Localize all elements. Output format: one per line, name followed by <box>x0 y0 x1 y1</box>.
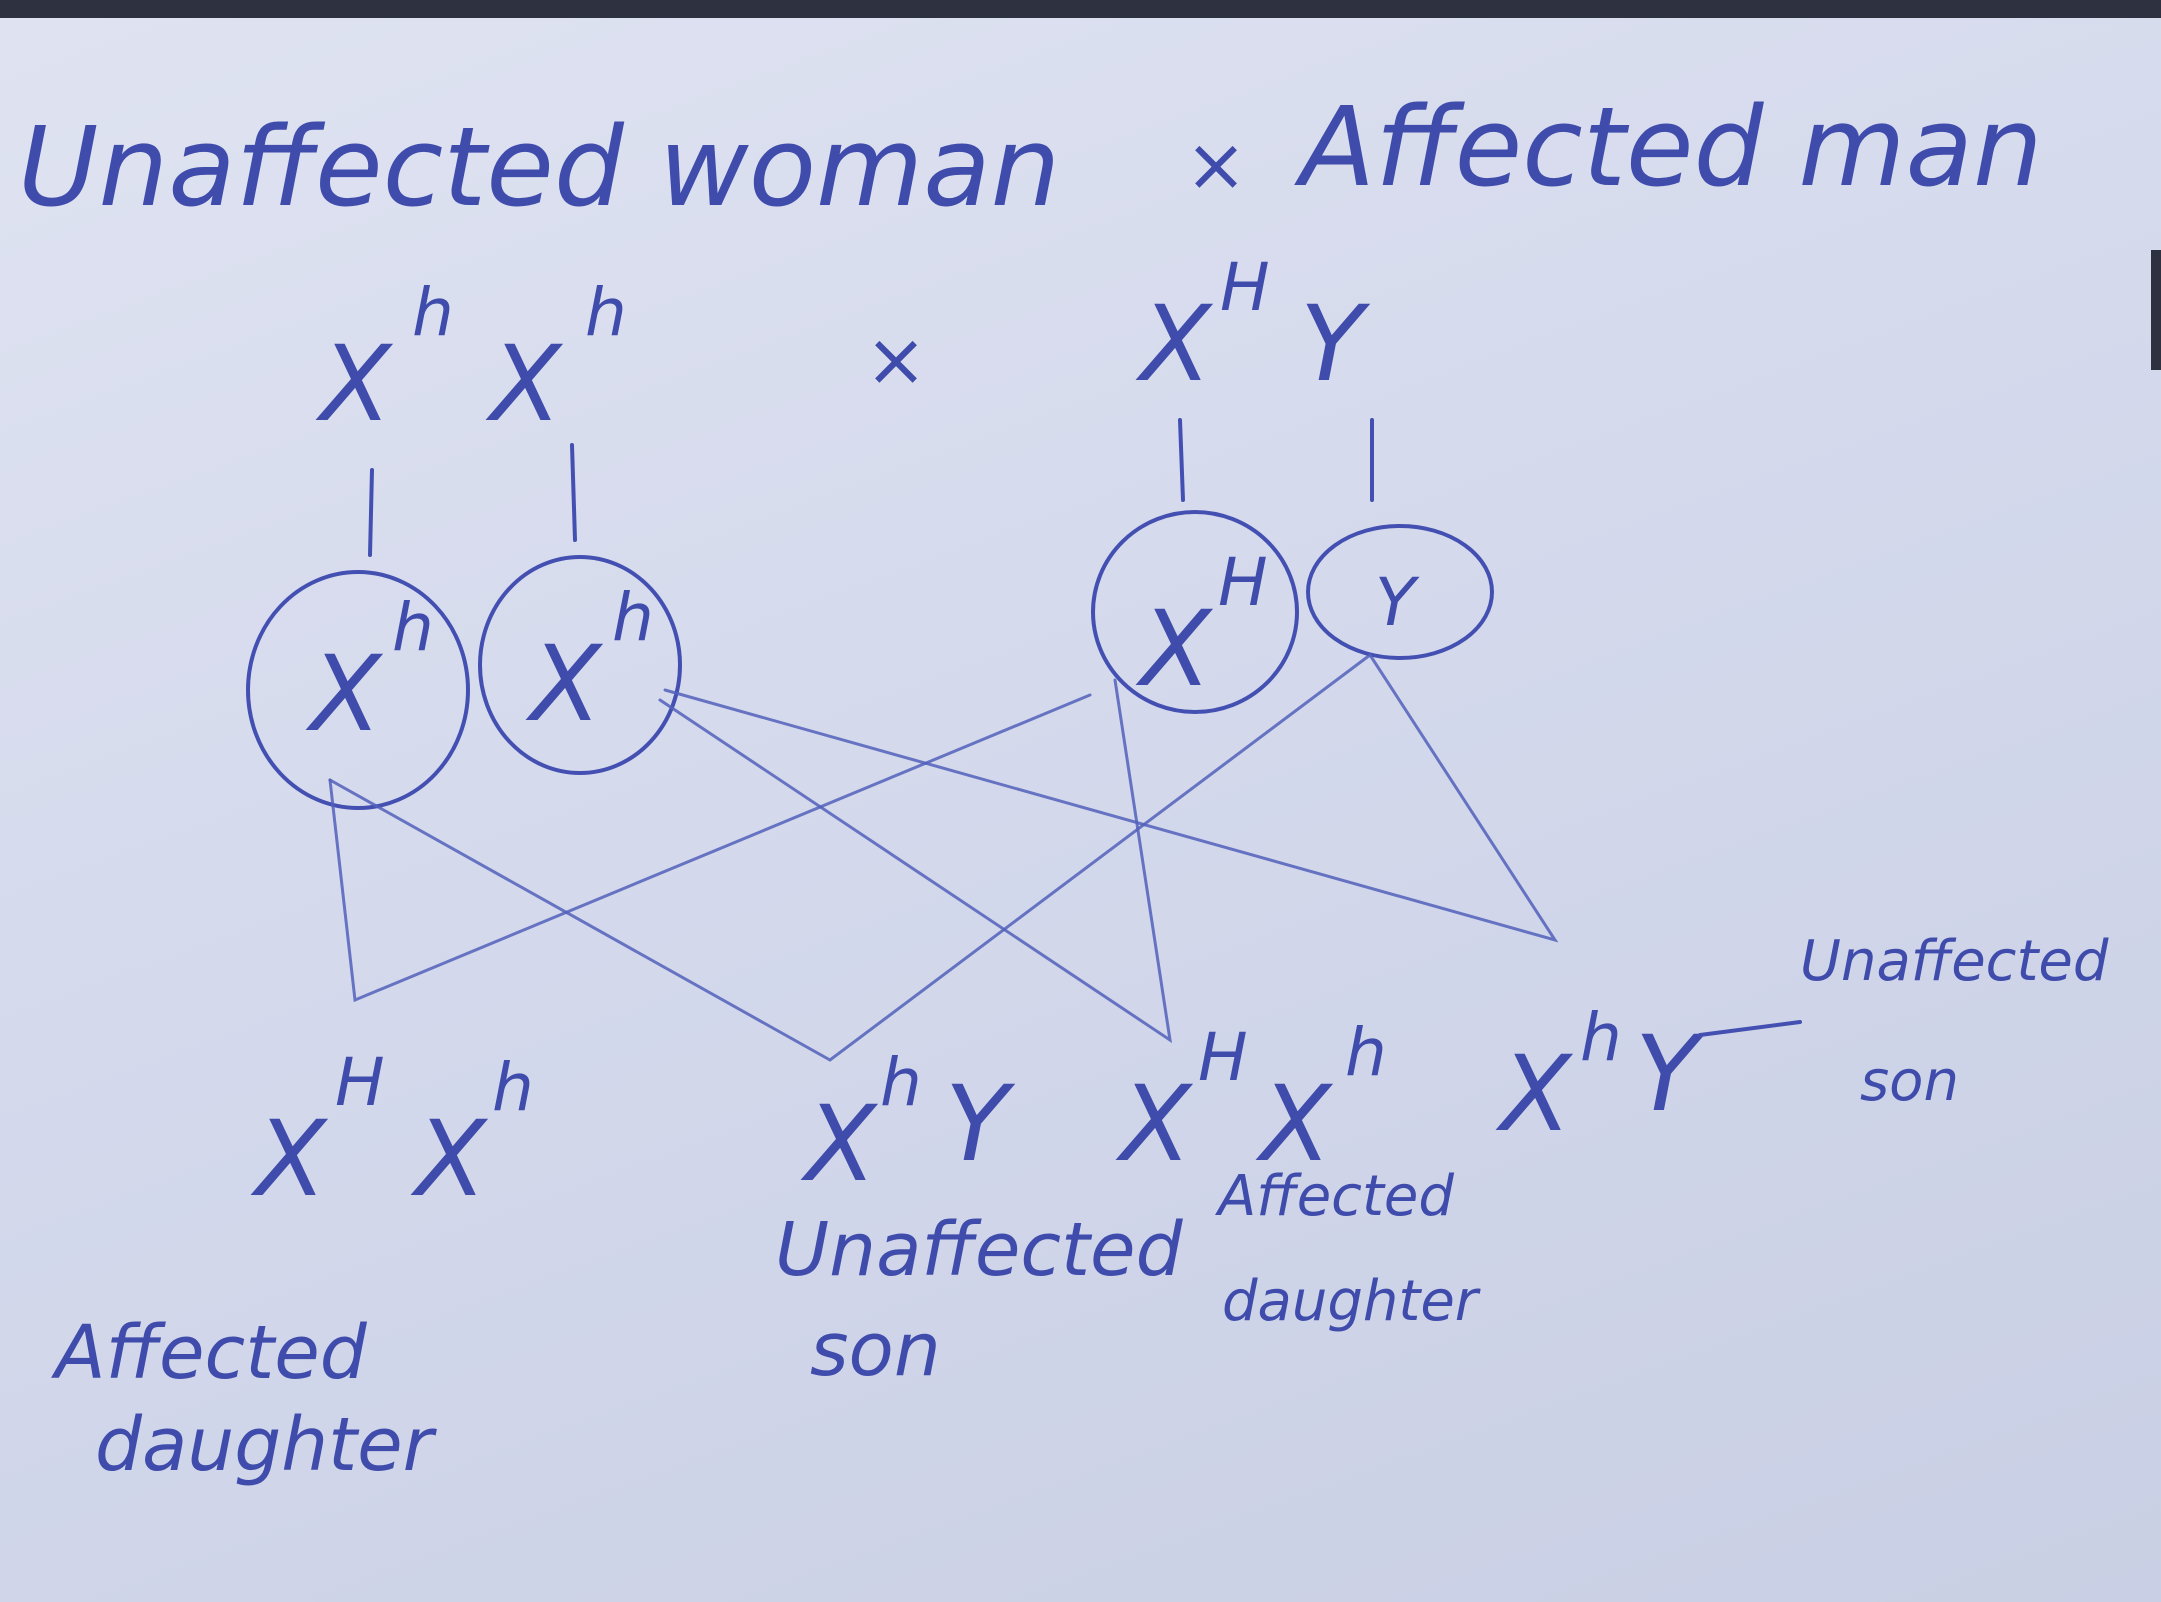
offspring-2-y: Y <box>945 1063 1016 1185</box>
offspring-1-label-2: daughter <box>95 1402 438 1488</box>
offspring-4-label-1: Unaffected <box>1800 929 2109 994</box>
connector-mother-x1 <box>368 468 374 557</box>
father-phenotype-label: Affected man <box>1294 83 2043 211</box>
offspring-1-x-b: X <box>410 1098 489 1220</box>
gamete-3-allele: H <box>1218 544 1268 621</box>
offspring-4-x-a: X <box>1495 1033 1574 1155</box>
offspring-3: X H X h Affected daughter <box>1115 1014 1481 1334</box>
gamete-3: X H <box>1135 544 1268 710</box>
parents-cross-symbol: × <box>865 317 927 403</box>
line-g2-o3-g3 <box>658 678 1172 1044</box>
cross-lines <box>328 653 1559 1062</box>
offspring-3-label-1: Affected <box>1215 1164 1454 1229</box>
father-genotype: X H Y <box>1135 249 1371 405</box>
gamete-circle-3 <box>1091 510 1299 714</box>
connector-father-x <box>1178 418 1185 502</box>
gamete-3-base: X <box>1135 588 1214 710</box>
gamete-circle-2 <box>478 555 682 775</box>
offspring-4-label-2: son <box>1860 1049 1959 1114</box>
offspring-1: X H X h Affected daughter <box>51 1044 534 1488</box>
offspring-2-allele-a: h <box>880 1044 922 1121</box>
father-y: Y <box>1300 283 1371 405</box>
mother-genotype: X h X h <box>315 274 627 445</box>
offspring-3-label-2: daughter <box>1222 1269 1481 1334</box>
offspring-4-label-pointer <box>1698 1020 1802 1037</box>
mother-x2-allele: h <box>585 274 627 351</box>
gamete-circle-1 <box>246 570 470 810</box>
offspring-2-label-1: Unaffected <box>775 1207 1184 1293</box>
offspring-4-allele-a: h <box>1580 999 1622 1076</box>
father-x-allele: H <box>1220 249 1270 326</box>
gamete-4: Y <box>1375 564 1420 641</box>
gamete-4-base: Y <box>1375 564 1420 641</box>
gamete-2-allele: h <box>612 579 654 656</box>
connector-mother-x2 <box>570 443 577 542</box>
offspring-3-x-b: X <box>1255 1063 1334 1185</box>
offspring-2: X h Y Unaffected son <box>775 1044 1184 1393</box>
line-g1-o1-g3 <box>328 693 1092 1003</box>
offspring-3-x-a: X <box>1115 1063 1194 1185</box>
offspring-4: X h Y Unaffected son <box>1495 929 2109 1155</box>
offspring-1-allele-b: h <box>492 1049 534 1126</box>
title-cross-symbol: × <box>1185 122 1247 208</box>
offspring-4-y: Y <box>1635 1013 1706 1135</box>
offspring-1-allele-a: H <box>335 1044 385 1121</box>
mother-x1: X <box>315 323 394 445</box>
offspring-2-x-a: X <box>800 1083 879 1205</box>
father-x: X <box>1135 283 1214 405</box>
gamete-1-base: X <box>305 633 384 755</box>
offspring-3-allele-b: h <box>1345 1014 1387 1091</box>
mother-phenotype-label: Unaffected woman <box>18 103 1060 231</box>
gamete-circle-4 <box>1306 524 1494 660</box>
gamete-1: X h <box>305 589 434 755</box>
offspring-2-label-2: son <box>810 1307 941 1393</box>
photo-background-edge-right <box>2151 250 2161 370</box>
offspring-3-allele-a: H <box>1198 1019 1248 1096</box>
gamete-2-base: X <box>525 623 604 745</box>
offspring-1-label-1: Affected <box>51 1310 368 1396</box>
mother-x2: X <box>485 323 564 445</box>
photo-background-edge <box>0 0 2161 18</box>
line-g2-o4-g4 <box>663 653 1559 943</box>
offspring-1-x-a: X <box>250 1098 329 1220</box>
line-g1-o2-g4 <box>328 653 1372 1062</box>
gamete-2: X h <box>525 579 654 745</box>
mother-x1-allele: h <box>412 274 454 351</box>
gamete-1-allele: h <box>392 589 434 666</box>
